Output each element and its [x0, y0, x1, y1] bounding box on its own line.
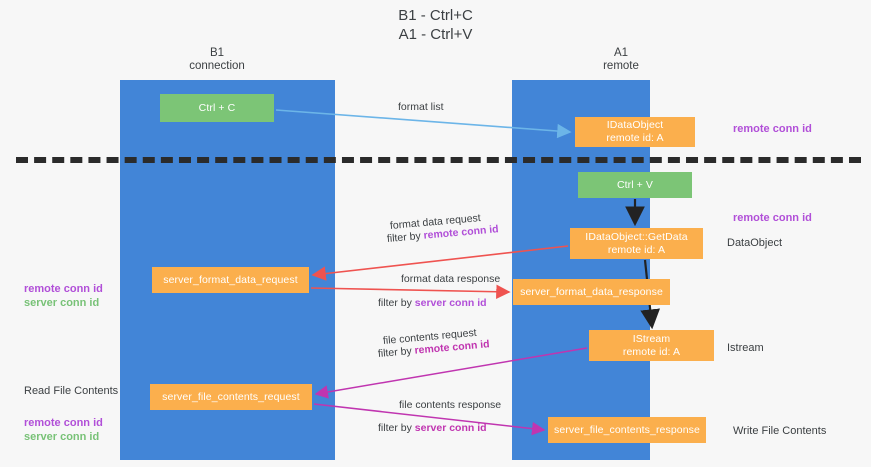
- node-idataobject[interactable]: IDataObject remote id: A: [575, 117, 695, 147]
- edge-label-file-contents-response: file contents response: [399, 399, 502, 411]
- side-label-conn-ids-lower: remote conn id server conn id: [24, 402, 103, 458]
- node-idataobject-getdata[interactable]: IDataObject::GetData remote id: A: [570, 228, 703, 259]
- edge-label-filter-server-conn-id-2: filter by server conn id: [378, 421, 487, 436]
- side-label-remote-conn-id-top: remote conn id: [733, 123, 812, 135]
- side-label-dataobject: DataObject: [727, 237, 783, 249]
- server-conn-id-text: server conn id: [414, 422, 487, 434]
- side-label-write-file-contents: Write File Contents: [733, 425, 827, 437]
- diagram-title: B1 - Ctrl+C A1 - Ctrl+V: [398, 7, 473, 43]
- node-server-file-contents-response[interactable]: server_file_contents_response: [548, 417, 706, 443]
- side-label-remote-conn-id-mid: remote conn id: [733, 212, 812, 224]
- edge-label-format-data-response: format data response: [401, 273, 501, 285]
- side-label-istream: Istream: [727, 342, 764, 354]
- node-server-file-contents-request[interactable]: server_file_contents_request: [150, 384, 312, 410]
- edge-label-format-list: format list: [398, 101, 444, 113]
- node-server-format-data-response[interactable]: server_format_data_response: [513, 279, 670, 305]
- filter-by-text: filter by: [378, 422, 412, 434]
- server-conn-id-text: server conn id: [24, 431, 100, 443]
- node-ctrl-c[interactable]: Ctrl + C: [160, 94, 274, 122]
- remote-conn-id-text: remote conn id: [24, 283, 103, 295]
- node-ctrl-v[interactable]: Ctrl + V: [578, 172, 692, 198]
- filter-by-text: filter by: [386, 230, 422, 245]
- column-header-a1: A1 remote: [603, 47, 639, 72]
- node-server-format-data-request[interactable]: server_format_data_request: [152, 267, 309, 293]
- edge-label-filter-server-conn-id-1: filter by server conn id: [378, 296, 487, 311]
- side-label-read-file-contents: Read File Contents: [24, 385, 119, 397]
- phase-divider: [16, 157, 861, 163]
- filter-by-text: filter by: [377, 345, 413, 360]
- node-istream[interactable]: IStream remote id: A: [589, 330, 714, 361]
- server-conn-id-text: server conn id: [24, 297, 100, 309]
- column-header-b1: B1 connection: [189, 47, 245, 72]
- side-label-conn-ids-upper: remote conn id server conn id: [24, 268, 103, 324]
- edge-format-data-response: [310, 284, 511, 299]
- remote-conn-id-text: remote conn id: [24, 417, 103, 429]
- server-conn-id-text: server conn id: [414, 297, 487, 309]
- filter-by-text: filter by: [378, 297, 412, 309]
